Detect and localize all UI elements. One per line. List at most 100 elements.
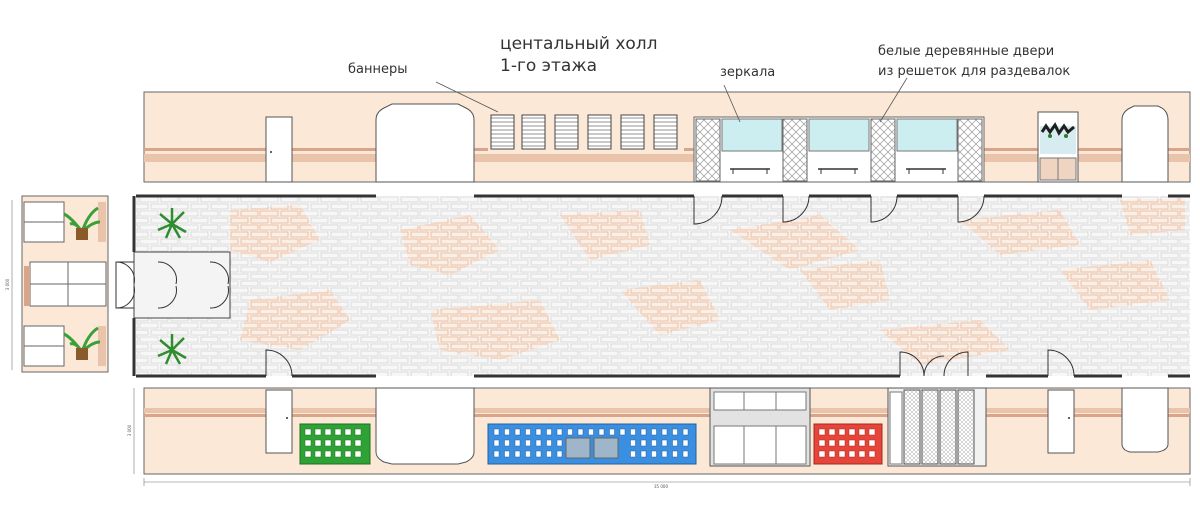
doors-label-line1: белые деревянные двери — [878, 44, 1055, 59]
panel-cell — [858, 450, 866, 458]
bottom-arch-left — [375, 387, 475, 465]
panel-cell — [556, 428, 563, 436]
panel-cell — [868, 439, 876, 447]
total-length-dimension: 35 000 — [654, 484, 668, 489]
panel-cell — [682, 439, 689, 447]
panel-cell — [504, 428, 510, 436]
panel-cell — [525, 450, 531, 458]
panel-cell — [672, 450, 678, 458]
panel-cell — [304, 439, 312, 447]
panel-cell — [848, 428, 856, 436]
panel-cell — [324, 450, 332, 458]
panel-cell — [640, 450, 647, 458]
plant-icon — [157, 208, 187, 239]
panel-cell — [525, 439, 531, 447]
panel-cell — [525, 428, 531, 436]
plant-icon — [157, 334, 187, 365]
mirrors-label: зеркала — [720, 65, 776, 80]
doors-label: белые деревянные двери из решеток для ра… — [878, 42, 1070, 82]
panel-cell — [577, 428, 584, 436]
panel-cell — [838, 450, 846, 458]
panel-cell — [314, 428, 322, 436]
panel-cell — [354, 439, 362, 447]
doors-label-line2: из решеток для раздевалок — [878, 64, 1071, 79]
panel-cell — [838, 428, 846, 436]
panel-cell — [334, 428, 342, 436]
panel-cell — [598, 428, 605, 436]
panel-cell — [661, 439, 668, 447]
banners-label: баннеры — [348, 62, 408, 77]
panel-cell — [661, 450, 668, 458]
panel-cell — [818, 428, 826, 436]
top-arch-right — [1121, 105, 1169, 183]
panel-cell — [567, 428, 573, 436]
door-swings — [265, 195, 1075, 377]
panel-cell — [818, 450, 826, 458]
panel-cell — [354, 450, 362, 458]
left-wall-elevation — [11, 195, 109, 373]
green-panel — [299, 423, 371, 465]
panel-cell — [556, 450, 563, 458]
panel-cell — [354, 428, 362, 436]
panel-cell — [504, 450, 510, 458]
left-height-dimension: 3 000 — [5, 278, 11, 291]
plant-icon — [63, 206, 101, 240]
panel-cell — [630, 428, 636, 436]
panel-cell — [858, 428, 866, 436]
panel-cell — [828, 450, 836, 458]
panel-cell — [556, 439, 563, 447]
hall-title-line2: 1-го этажа — [500, 56, 598, 76]
bottom-wall-height-dimension: 3 000 — [127, 424, 133, 437]
panel-cell — [828, 428, 836, 436]
top-arch-left — [375, 103, 475, 183]
panel-cell — [535, 450, 542, 458]
panel-cell — [838, 439, 846, 447]
panel-cell — [493, 428, 500, 436]
bottom-door — [1047, 389, 1075, 454]
red-panel — [813, 423, 883, 465]
mirrors-block — [693, 116, 985, 183]
panel-cell — [619, 428, 626, 436]
floor-peach-patches — [230, 198, 1185, 365]
panel-cell — [535, 439, 542, 447]
panel-cell — [640, 428, 647, 436]
panel-cell — [640, 439, 647, 447]
panel-cell — [672, 428, 678, 436]
panel-cell — [304, 428, 312, 436]
window-block — [709, 387, 811, 467]
panel-cell — [848, 450, 856, 458]
panel-cell — [314, 450, 322, 458]
glass-doors — [887, 387, 987, 467]
plant-icon — [63, 326, 101, 360]
bottom-arch-right — [1121, 387, 1169, 453]
panel-cell — [493, 450, 500, 458]
bottom-door — [265, 389, 293, 454]
panel-cell — [324, 439, 332, 447]
panel-cell — [630, 450, 636, 458]
panel-cell — [304, 450, 312, 458]
blue-panel — [487, 423, 697, 465]
panel-cell — [630, 439, 636, 447]
panel-cell — [672, 439, 678, 447]
hall-title: центальный холл 1-го этажа — [500, 33, 658, 77]
panel-cell — [651, 428, 657, 436]
panel-cell — [651, 450, 657, 458]
panel-cell — [828, 439, 836, 447]
panel-cell — [334, 439, 342, 447]
panel-cell — [344, 450, 352, 458]
panel-cell — [546, 428, 552, 436]
panel-cell — [344, 428, 352, 436]
panel-cell — [514, 439, 521, 447]
panel-cell — [504, 439, 510, 447]
panel-cell — [344, 439, 352, 447]
entrance-vestibule — [115, 251, 231, 319]
top-door — [265, 116, 293, 183]
panel-cell — [682, 428, 689, 436]
panel-cell — [682, 450, 689, 458]
panel-cell — [334, 450, 342, 458]
floor-plan — [115, 194, 1190, 378]
panel-cell — [858, 439, 866, 447]
panel-cell — [546, 450, 552, 458]
panel-cell — [493, 439, 500, 447]
